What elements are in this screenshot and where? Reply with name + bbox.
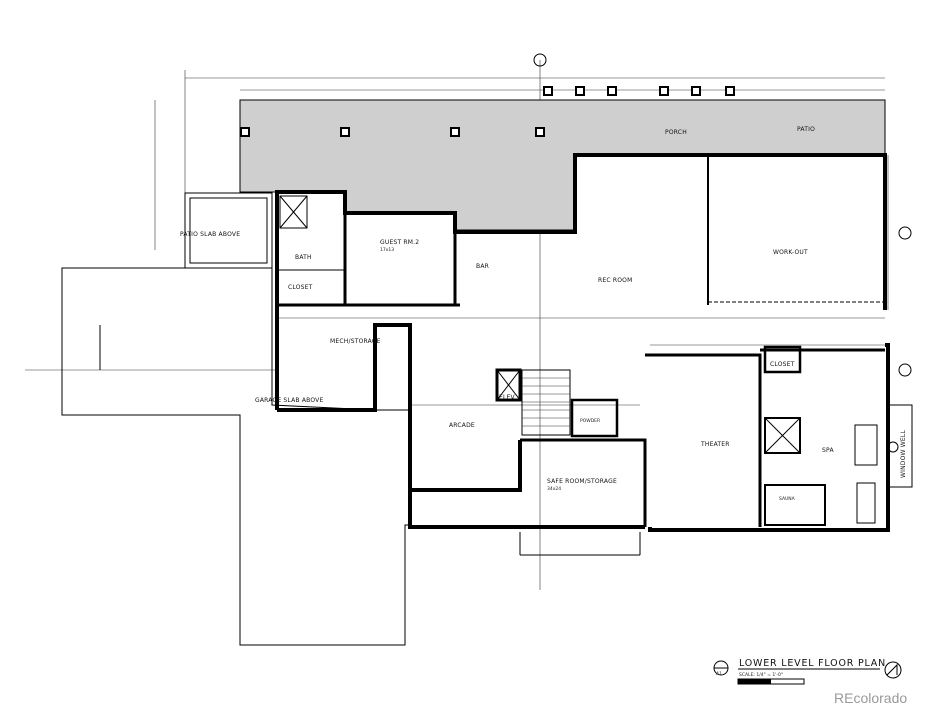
label-patio: PATIO [797,126,815,133]
label-arcade: ARCADE [449,422,475,429]
label-porch: PORCH [665,129,687,136]
plan-title: LOWER LEVEL FLOOR PLAN [739,658,886,669]
label-theater: THEATER [700,441,730,448]
section-marker-label: A1 [716,671,722,677]
label-spa: SPA [822,447,834,454]
label-powder: POWDER [580,418,600,424]
label-closet-left: CLOSET [288,284,313,291]
label-mech-storage: MECH/STORAGE [330,338,381,345]
label-bath: BATH [295,254,312,261]
label-sauna: SAUNA [779,496,796,502]
label-bar: BAR [476,263,489,270]
north-arrow-icon [884,661,902,679]
interior-walls [277,155,913,556]
columns [240,86,735,137]
label-closet-right: CLOSET [770,361,795,368]
label-patio-slab: PATIO SLAB ABOVE [180,231,240,238]
stairs [521,369,571,436]
plan-scale: SCALE: 1/4" = 1'-0" [739,672,783,678]
label-elev: ELEV [499,394,516,401]
window-well [887,404,913,488]
garage-slab-outline [61,267,411,646]
label-guest-rm: GUEST RM.2 [380,239,419,246]
grid-markers [533,53,912,453]
label-safe-room-size: 34x24 [547,486,561,492]
label-garage-slab: GARAGE SLAB ABOVE [255,397,323,404]
title-block: A1 LOWER LEVEL FLOOR PLAN SCALE: 1/4" = … [713,658,902,685]
label-safe-room: SAFE ROOM/STORAGE [547,478,617,485]
label-workout: WORK-OUT [773,249,808,256]
porch-patio-slab [239,99,886,231]
label-guest-rm-size: 17x13 [380,247,394,253]
watermark: REcolorado [834,690,907,706]
label-window-well: WINDOW WELL [900,430,907,478]
exterior-walls [275,153,890,532]
label-rec-room: REC ROOM [598,277,632,284]
